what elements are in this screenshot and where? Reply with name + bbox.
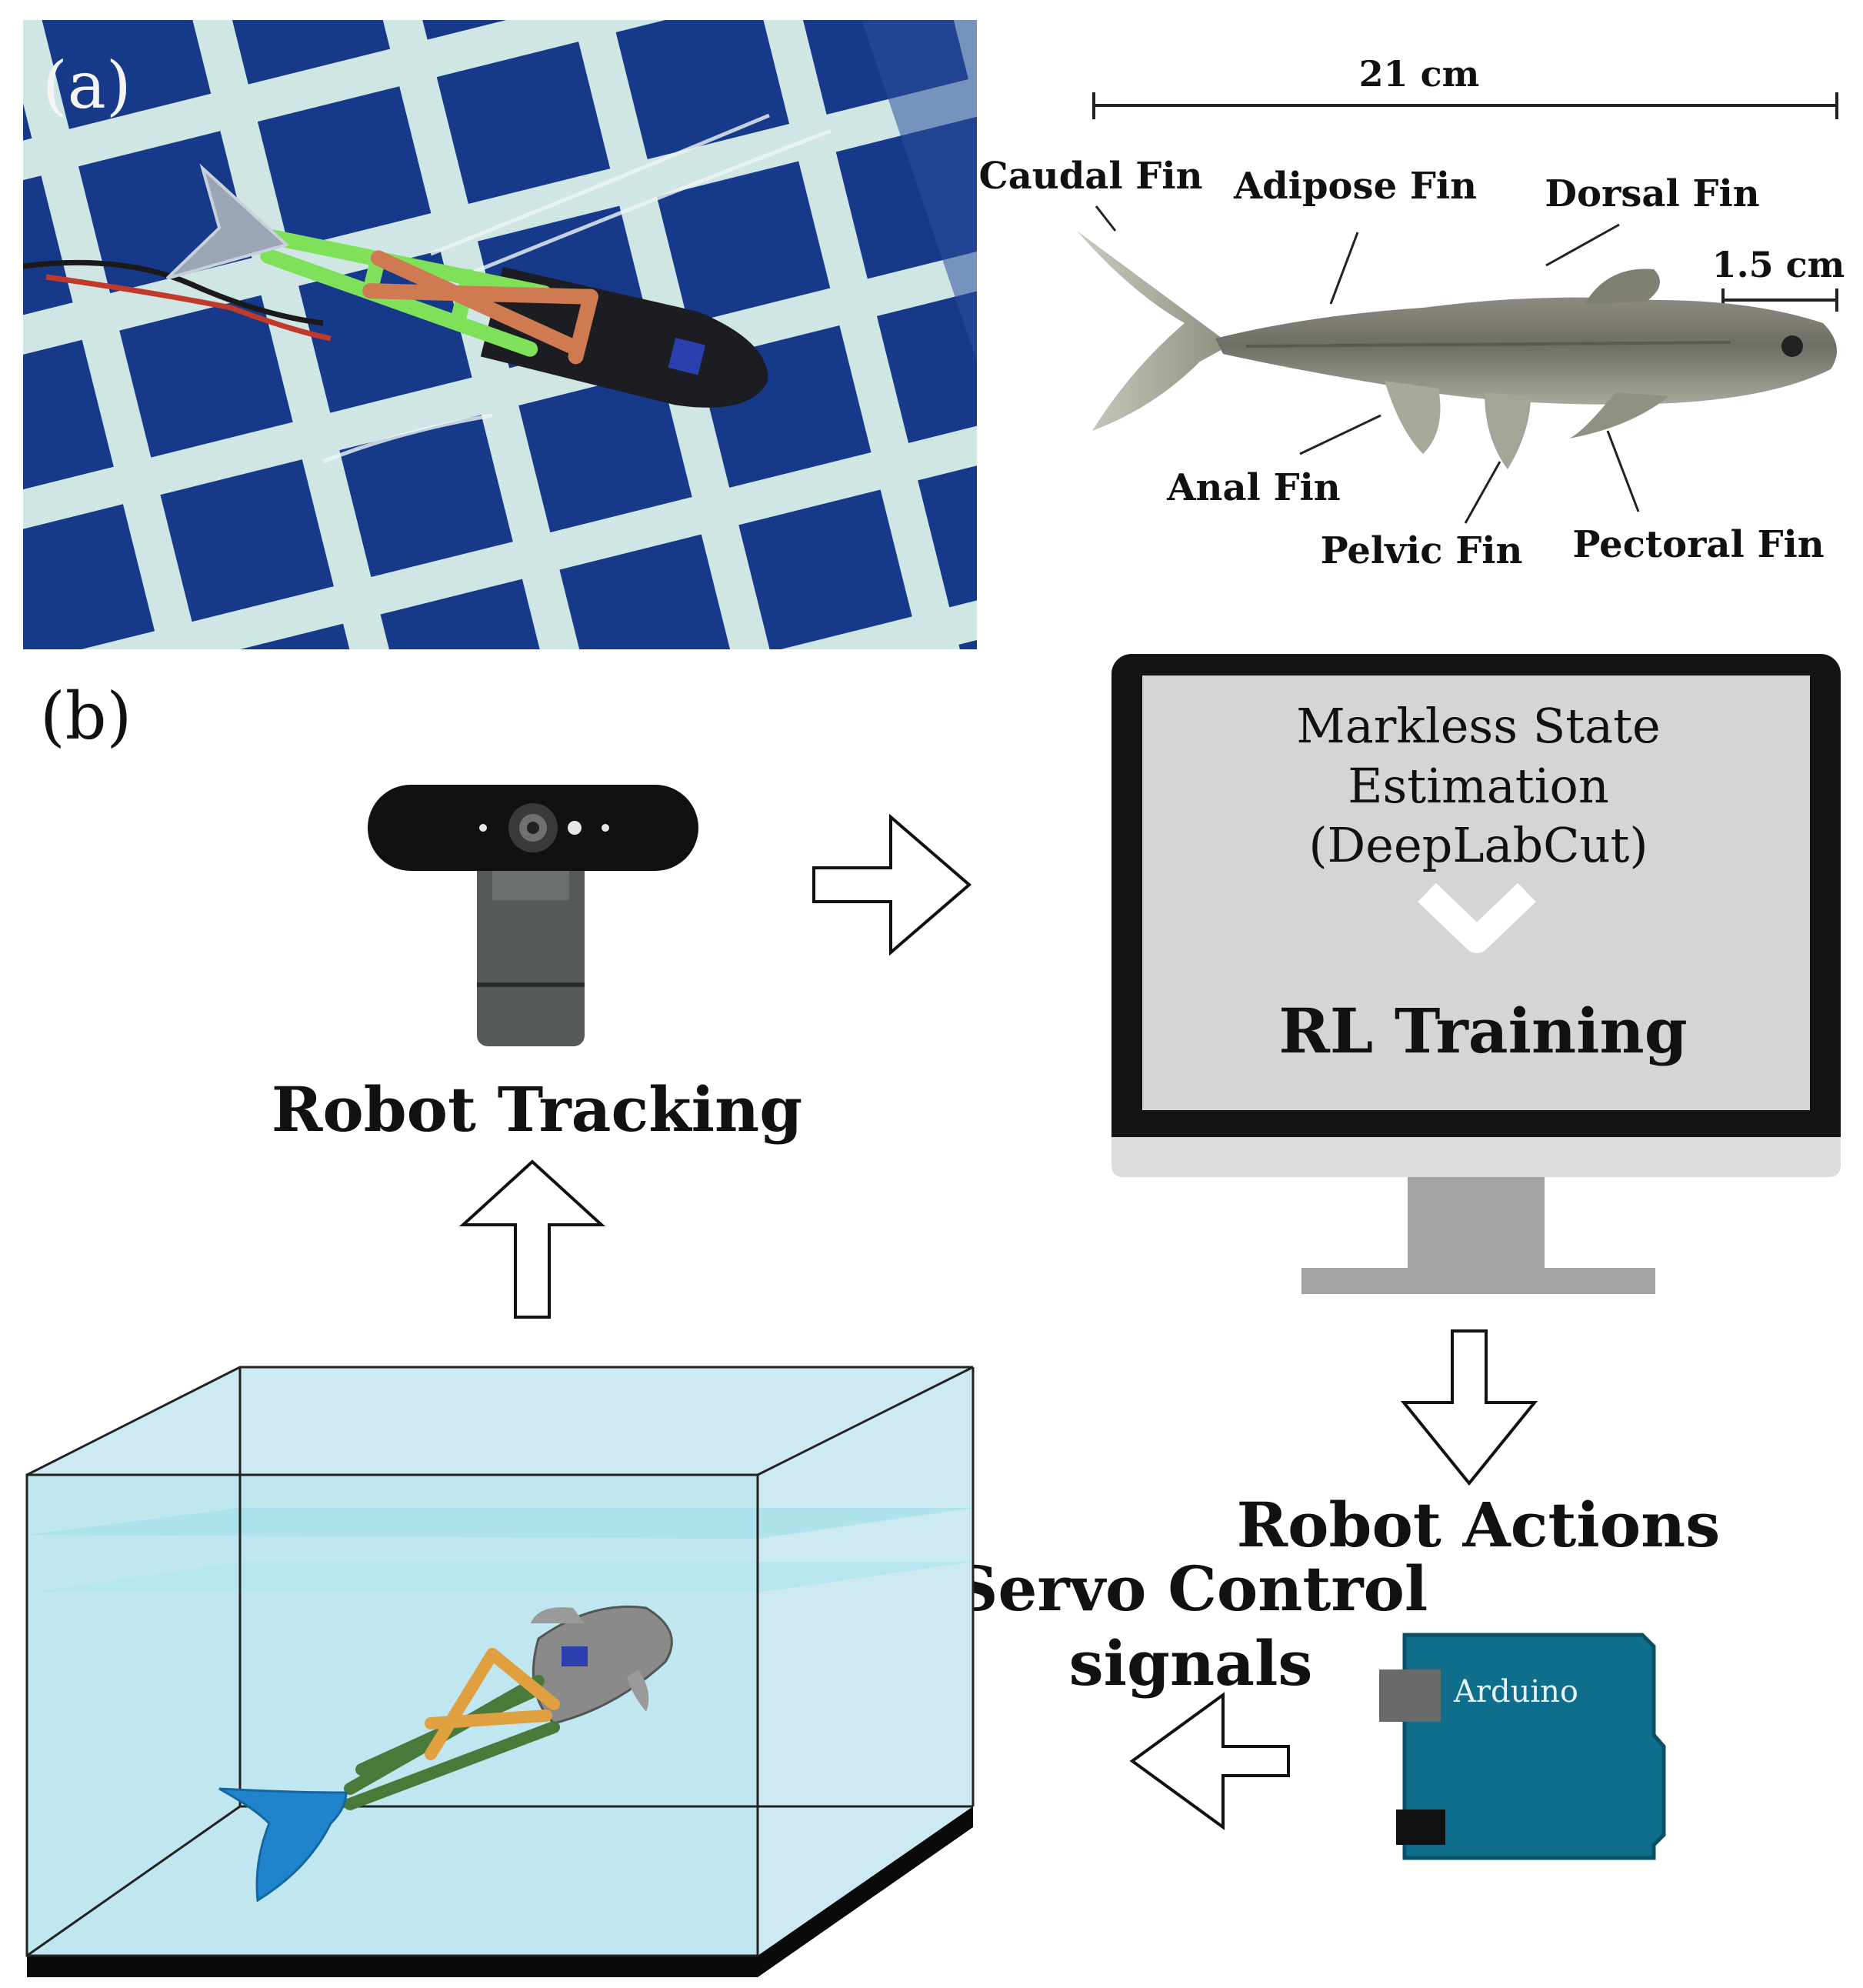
webcam-icon xyxy=(368,785,698,1046)
catfish-anatomy: 21 cm 1.5 cm Caudal Fin Adipose Fin Dors… xyxy=(978,53,1845,572)
fin-leader-lines xyxy=(1095,205,1640,524)
aquarium-tank xyxy=(25,1366,975,1977)
monitor-line-3: (DeepLabCut) xyxy=(1308,817,1648,873)
arrow-down-icon xyxy=(1400,1329,1538,1486)
rl-training-label: RL Training xyxy=(1278,995,1687,1067)
length-dimension xyxy=(1092,92,1838,119)
robot-fish xyxy=(165,163,768,408)
caudal-fin-label: Caudal Fin xyxy=(978,155,1202,198)
head-length-label: 1.5 cm xyxy=(1712,244,1845,285)
signals-label: signals xyxy=(1069,1627,1313,1699)
fish-eye xyxy=(1781,335,1803,357)
fish-body xyxy=(1215,297,1837,405)
pectoral-fin xyxy=(1569,392,1669,439)
chevron-down-icon xyxy=(1418,882,1536,953)
orange-linkage xyxy=(362,250,598,365)
pectoral-fin-label: Pectoral Fin xyxy=(1572,523,1824,566)
cad-robot-fish xyxy=(218,1605,673,1903)
dorsal-fin-label: Dorsal Fin xyxy=(1545,172,1759,215)
cad-tail-fin xyxy=(218,1787,348,1903)
arduino-label: Arduino xyxy=(1453,1674,1578,1709)
anal-fin-label: Anal Fin xyxy=(1166,466,1340,509)
usb-port xyxy=(1379,1669,1441,1722)
servo-control-label: Servo Control xyxy=(954,1553,1428,1625)
cad-orange-linkage xyxy=(425,1648,560,1760)
panel-a-label: (a) xyxy=(42,48,132,123)
monitor-line-2: Estimation xyxy=(1348,758,1609,814)
pelvic-fin xyxy=(1485,392,1531,469)
robot-tail-fin xyxy=(165,163,290,280)
pool-wall xyxy=(862,20,977,362)
anal-fin xyxy=(1385,381,1441,454)
dorsal-fin xyxy=(1585,269,1660,304)
monitor-icon xyxy=(1111,654,1841,1294)
arrow-up-icon xyxy=(458,1159,606,1319)
pelvic-fin-label: Pelvic Fin xyxy=(1321,529,1523,572)
monitor-line-1: Markless State xyxy=(1296,698,1660,754)
robot-fish-photo: (a) xyxy=(23,20,977,649)
panel-b-label: (b) xyxy=(40,679,132,754)
flow-arrows xyxy=(458,813,1538,1830)
water-ripples xyxy=(322,113,832,464)
length-label: 21 cm xyxy=(1359,53,1480,95)
robot-actions-label: Robot Actions xyxy=(1237,1489,1721,1561)
arrow-right-icon xyxy=(812,813,972,956)
tether-cables xyxy=(23,259,332,342)
lateral-line xyxy=(1245,341,1731,348)
power-jack xyxy=(1396,1810,1445,1845)
robot-electronics xyxy=(668,337,706,375)
arduino-board: Arduino xyxy=(1379,1633,1666,1860)
arrow-left-icon xyxy=(1129,1692,1290,1830)
adipose-fin-label: Adipose Fin xyxy=(1233,165,1477,208)
caudal-fin xyxy=(1077,231,1231,431)
robot-tracking-label: Robot Tracking xyxy=(272,1073,802,1146)
